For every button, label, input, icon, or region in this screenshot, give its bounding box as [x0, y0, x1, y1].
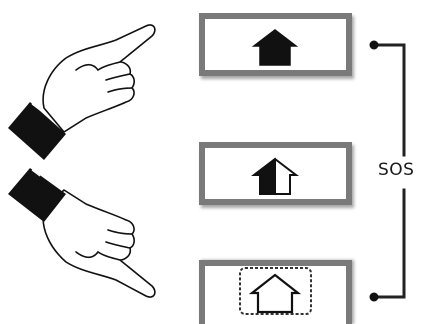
home-button-filled[interactable] — [199, 13, 352, 76]
home-half-icon — [254, 159, 296, 194]
connector-dot-top — [370, 41, 379, 50]
pointing-hand-up-icon — [43, 25, 155, 132]
connector-dot-bottom — [370, 293, 379, 302]
home-button-half-filled[interactable] — [199, 142, 352, 205]
sos-label: SOS — [378, 160, 428, 184]
home-button-outline[interactable] — [199, 260, 352, 324]
home-solid-icon — [254, 30, 296, 65]
pointing-hand-down-icon — [43, 190, 155, 297]
home-outline-icon — [252, 275, 298, 312]
